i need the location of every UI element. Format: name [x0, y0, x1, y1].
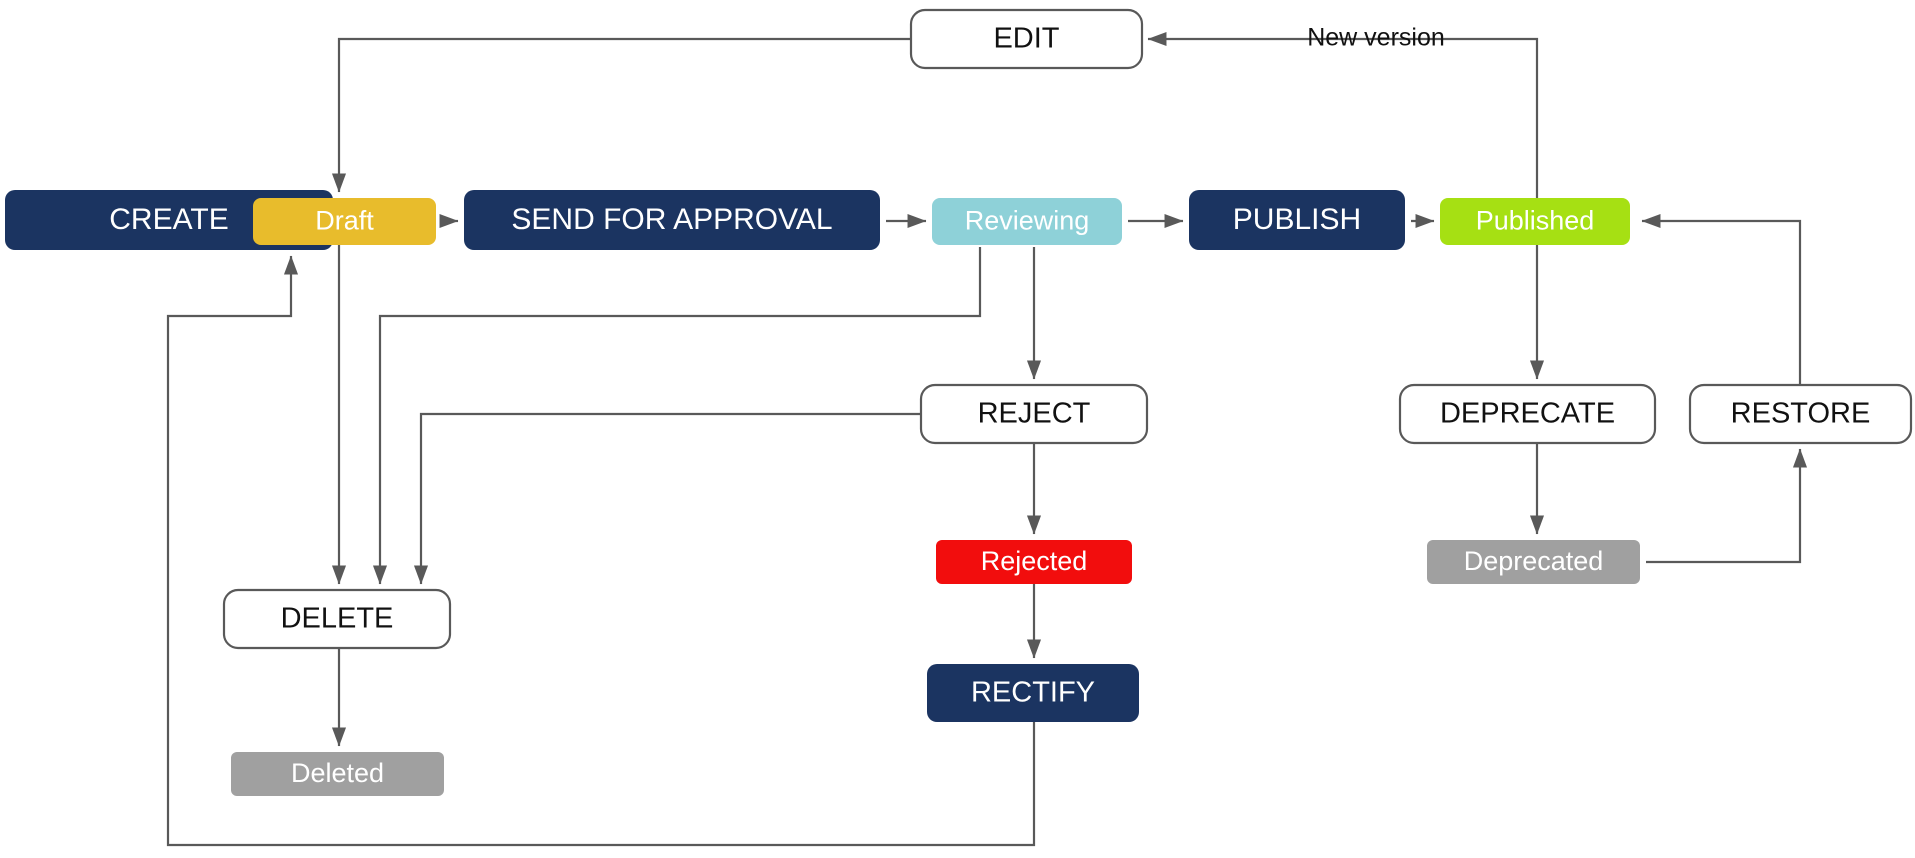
- edge-reviewing-to-delete: [372, 247, 982, 585]
- node-shape-edit[interactable]: [909, 8, 1144, 70]
- node-label-rejected: Rejected: [981, 546, 1088, 576]
- node-deprecate[interactable]: DEPRECATE: [1398, 383, 1657, 445]
- node-edit[interactable]: EDIT: [909, 8, 1144, 70]
- node-label-edit: EDIT: [993, 23, 1059, 55]
- edge-label-new-version: New version: [1307, 24, 1445, 52]
- edge-published-to-edit: [1147, 31, 1539, 198]
- node-shape-deprecate[interactable]: [1398, 383, 1657, 445]
- node-shape-deleted[interactable]: [231, 752, 444, 796]
- node-shape-reject[interactable]: [919, 383, 1149, 445]
- nodes-layer: CREATE Draft SEND FOR APPROVAL Reviewing PUB…: [5, 8, 1913, 796]
- node-shape-delete[interactable]: [222, 588, 452, 650]
- node-draft[interactable]: Draft: [253, 198, 436, 245]
- node-label-reject: REJECT: [978, 398, 1091, 430]
- node-label-deprecated: Deprecated: [1464, 546, 1604, 576]
- node-delete[interactable]: DELETE: [222, 588, 452, 650]
- node-rectify[interactable]: RECTIFY: [927, 664, 1139, 722]
- edge-reject-to-delete: [413, 412, 921, 585]
- edge-deprecated-to-restore: [1646, 448, 1808, 564]
- node-publish[interactable]: PUBLISH: [1189, 190, 1405, 250]
- node-label-rectify: RECTIFY: [971, 677, 1095, 709]
- node-shape-restore[interactable]: [1688, 383, 1913, 445]
- node-published[interactable]: Published: [1440, 198, 1630, 245]
- node-label-delete: DELETE: [281, 603, 394, 635]
- node-shape-published[interactable]: [1440, 198, 1630, 245]
- edge-edit-to-draft: [331, 37, 911, 193]
- node-label-published: Published: [1476, 206, 1595, 236]
- node-deprecated[interactable]: Deprecated: [1427, 540, 1640, 584]
- edge-labels-layer: New version: [1307, 24, 1445, 52]
- node-create[interactable]: CREATE: [5, 190, 333, 250]
- node-label-draft: Draft: [315, 206, 374, 236]
- edges-layer: [166, 31, 1808, 847]
- node-label-create: CREATE: [109, 203, 228, 236]
- node-label-deprecate: DEPRECATE: [1440, 398, 1615, 430]
- node-rejected[interactable]: Rejected: [936, 540, 1132, 584]
- node-shape-deprecated[interactable]: [1427, 540, 1640, 584]
- node-reviewing[interactable]: Reviewing: [932, 198, 1122, 245]
- edge-restore-to-published: [1641, 213, 1802, 385]
- node-shape-publish[interactable]: [1189, 190, 1405, 250]
- node-shape-rejected[interactable]: [936, 540, 1132, 584]
- node-shape-rectify[interactable]: [927, 664, 1139, 722]
- node-restore[interactable]: RESTORE: [1688, 383, 1913, 445]
- node-send[interactable]: SEND FOR APPROVAL: [464, 190, 880, 250]
- node-label-send: SEND FOR APPROVAL: [511, 203, 832, 236]
- node-shape-reviewing[interactable]: [932, 198, 1122, 245]
- node-label-publish: PUBLISH: [1233, 203, 1361, 236]
- node-shape-create[interactable]: [5, 190, 333, 250]
- node-deleted[interactable]: Deleted: [231, 752, 444, 796]
- edge-rectify-to-draft: [166, 255, 1036, 847]
- node-label-reviewing: Reviewing: [965, 206, 1090, 236]
- node-shape-send[interactable]: [464, 190, 880, 250]
- node-shape-draft[interactable]: [253, 198, 436, 245]
- node-label-restore: RESTORE: [1731, 398, 1871, 430]
- node-reject[interactable]: REJECT: [919, 383, 1149, 445]
- node-label-deleted: Deleted: [291, 758, 384, 788]
